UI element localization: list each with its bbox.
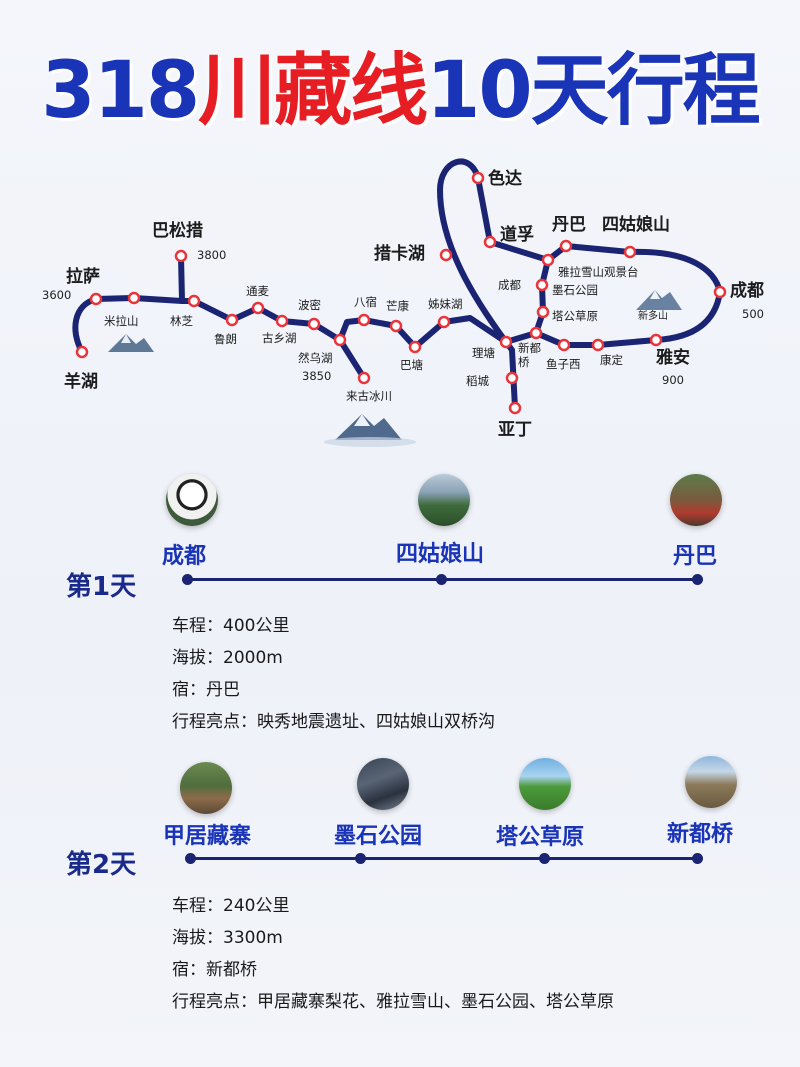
timeline-dot <box>539 853 550 864</box>
mountain-icon <box>324 414 416 447</box>
timeline-dot <box>692 574 703 585</box>
place-xindu: 新都 <box>518 341 541 355</box>
place-zimeihu: 姊妹湖 <box>428 297 463 311</box>
route-east-spur <box>533 257 551 336</box>
alt-chengdu: 500 <box>742 307 764 321</box>
place-siguniangshan: 四姑娘山 <box>602 214 670 235</box>
day-1-title: 第1天 <box>66 572 137 602</box>
day-2-details: 车程：240公里 海拔：3300m 宿：新都桥 行程亮点：甲居藏寨梨花、雅拉雪山… <box>172 890 614 1018</box>
photo-xinduqiao <box>685 756 737 808</box>
day-2-stop-1: 甲居藏寨 <box>162 824 252 849</box>
place-lulang: 鲁朗 <box>214 332 237 346</box>
place-kangding: 康定 <box>600 353 623 367</box>
place-cuokahu: 措卡湖 <box>374 243 425 264</box>
day-2-title: 第2天 <box>66 850 137 880</box>
place-tongmai: 通麦 <box>246 284 269 298</box>
day-2-stop-2: 墨石公园 <box>333 824 423 849</box>
mountain-icon <box>108 334 154 352</box>
day-2-timeline <box>189 857 697 860</box>
page-title: 318川藏线10天行程 <box>0 52 800 130</box>
day-1-stop-1: 成都 <box>161 544 207 569</box>
place-chengdu-small: 成都 <box>498 278 521 292</box>
place-yuzixi: 鱼子西 <box>546 357 581 371</box>
place-guxianghu: 古乡湖 <box>262 331 297 345</box>
photo-moshigongyuan <box>357 758 409 810</box>
route-north-loop <box>437 158 723 348</box>
place-mangkang: 芒康 <box>386 299 409 313</box>
day-1-distance: 车程：400公里 <box>172 616 290 636</box>
place-batang: 巴塘 <box>400 358 423 372</box>
timeline-dot <box>355 853 366 864</box>
title-part-3: 10天行程 <box>426 46 761 136</box>
place-linzhi: 林芝 <box>170 314 193 328</box>
place-yanghu: 羊湖 <box>64 371 98 392</box>
alt-basongcuo: 3800 <box>197 248 226 262</box>
place-daofu: 道孚 <box>500 224 534 245</box>
route-basongcuo <box>178 253 185 304</box>
alt-lhasa: 3600 <box>42 288 71 302</box>
place-xinduoshan: 新多山 <box>638 309 668 322</box>
place-laigubingchuan: 来古冰川 <box>346 389 392 403</box>
photo-jiajuzangzhai <box>180 762 232 814</box>
timeline-dot <box>185 853 196 864</box>
day-1-stop-2: 四姑娘山 <box>395 542 485 567</box>
place-yalaxueshan: 雅拉雪山观景台 <box>558 265 639 279</box>
route-west <box>72 295 518 411</box>
day-2-altitude: 海拔：3300m <box>172 928 283 948</box>
day-1-stop-3: 丹巴 <box>672 544 718 569</box>
route-laigu <box>337 337 367 381</box>
day-2-distance: 车程：240公里 <box>172 896 290 916</box>
day-2-stop-4: 新都桥 <box>666 822 734 847</box>
place-lhasa: 拉萨 <box>66 266 100 287</box>
place-yaan: 雅安 <box>655 347 690 368</box>
day-2-highlights: 行程亮点：甲居藏寨梨花、雅拉雪山、墨石公园、塔公草原 <box>172 992 614 1012</box>
place-danba: 丹巴 <box>552 215 586 235</box>
photo-danba <box>670 474 722 526</box>
place-litang: 理塘 <box>472 346 495 360</box>
photo-chengdu <box>166 474 218 526</box>
place-chengdu: 成都 <box>730 280 764 301</box>
day-2-stay: 宿：新都桥 <box>172 960 257 980</box>
place-basongcuo: 巴松措 <box>152 220 203 241</box>
day-1-stay: 宿：丹巴 <box>172 680 240 700</box>
timeline-dot <box>692 853 703 864</box>
photo-tagongcaoyuan <box>519 758 571 810</box>
alt-yaan: 900 <box>662 373 684 387</box>
place-bomi: 波密 <box>298 298 321 312</box>
place-basu: 八宿 <box>354 295 377 309</box>
place-seda: 色达 <box>488 168 522 189</box>
timeline-dot <box>436 574 447 585</box>
place-qiao: 桥 <box>518 355 530 369</box>
day-1-highlights: 行程亮点：映秀地震遗址、四姑娘山双桥沟 <box>172 712 495 732</box>
place-milashan: 米拉山 <box>104 314 139 328</box>
title-part-2: 川藏线 <box>198 46 428 136</box>
day-1-details: 车程：400公里 海拔：2000m 宿：丹巴 行程亮点：映秀地震遗址、四姑娘山双… <box>172 610 495 738</box>
place-yading: 亚丁 <box>498 420 532 440</box>
timeline-dot <box>182 574 193 585</box>
place-ranwuhu: 然乌湖 <box>298 351 333 365</box>
photo-siguniangshan <box>418 474 470 526</box>
day-1-altitude: 海拔：2000m <box>172 648 283 668</box>
day-2-stop-3: 塔公草原 <box>495 825 585 850</box>
title-part-1: 318 <box>41 46 200 136</box>
place-tagongcaoyuan: 塔公草原 <box>552 309 598 323</box>
place-moshigongyuan: 墨石公园 <box>552 283 598 297</box>
alt-ranwuhu: 3850 <box>302 369 331 383</box>
place-daocheng: 稻城 <box>466 374 489 388</box>
route-map: 拉萨 3600 羊湖 米拉山 巴松措 3800 林芝 鲁朗 通麦 古乡湖 波密 … <box>42 158 764 447</box>
mountain-icon <box>636 290 682 310</box>
